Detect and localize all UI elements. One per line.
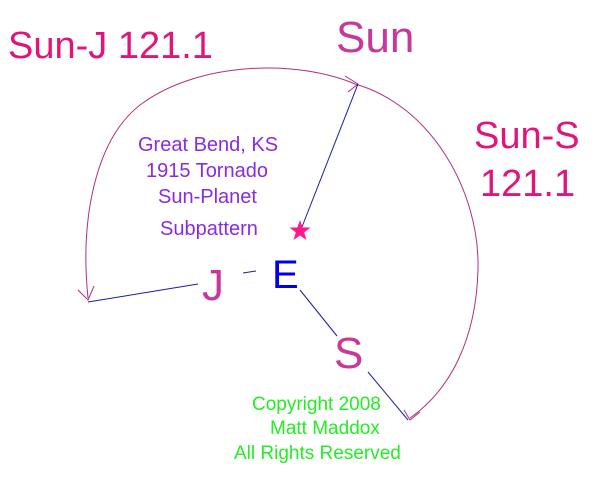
saturn-label: S <box>334 329 363 378</box>
caption-line-2: 1915 Tornado <box>146 160 268 182</box>
earth-sun-line <box>299 83 359 233</box>
sun-label: Sun <box>336 13 414 62</box>
earth-s-line <box>299 289 338 337</box>
location-star-icon <box>289 220 311 240</box>
sun-s-label-line1: Sun-S <box>474 115 580 157</box>
caption-line-1: Great Bend, KS <box>138 134 278 156</box>
earth-j-dash <box>242 270 257 274</box>
j-arrowhead <box>77 285 95 301</box>
caption-line-3: Sun-Planet <box>158 186 257 208</box>
earth-label: E <box>272 253 299 297</box>
sun-j-arc <box>85 67 356 299</box>
copyright-line-2: Matt Maddox <box>270 418 380 439</box>
jupiter-label: J <box>202 261 224 310</box>
copyright-line-3: All Rights Reserved <box>234 443 401 464</box>
copyright-line-1: Copyright 2008 <box>252 394 381 415</box>
s-ray-line <box>367 371 409 421</box>
sun-j-label: Sun-J 121.1 <box>8 25 213 67</box>
caption-line-4: Subpattern <box>160 218 258 240</box>
j-ray-line <box>87 283 199 303</box>
sun-s-arc <box>354 83 479 419</box>
s-arrowhead <box>403 409 421 421</box>
sun-s-label-line2: 121.1 <box>480 163 575 205</box>
